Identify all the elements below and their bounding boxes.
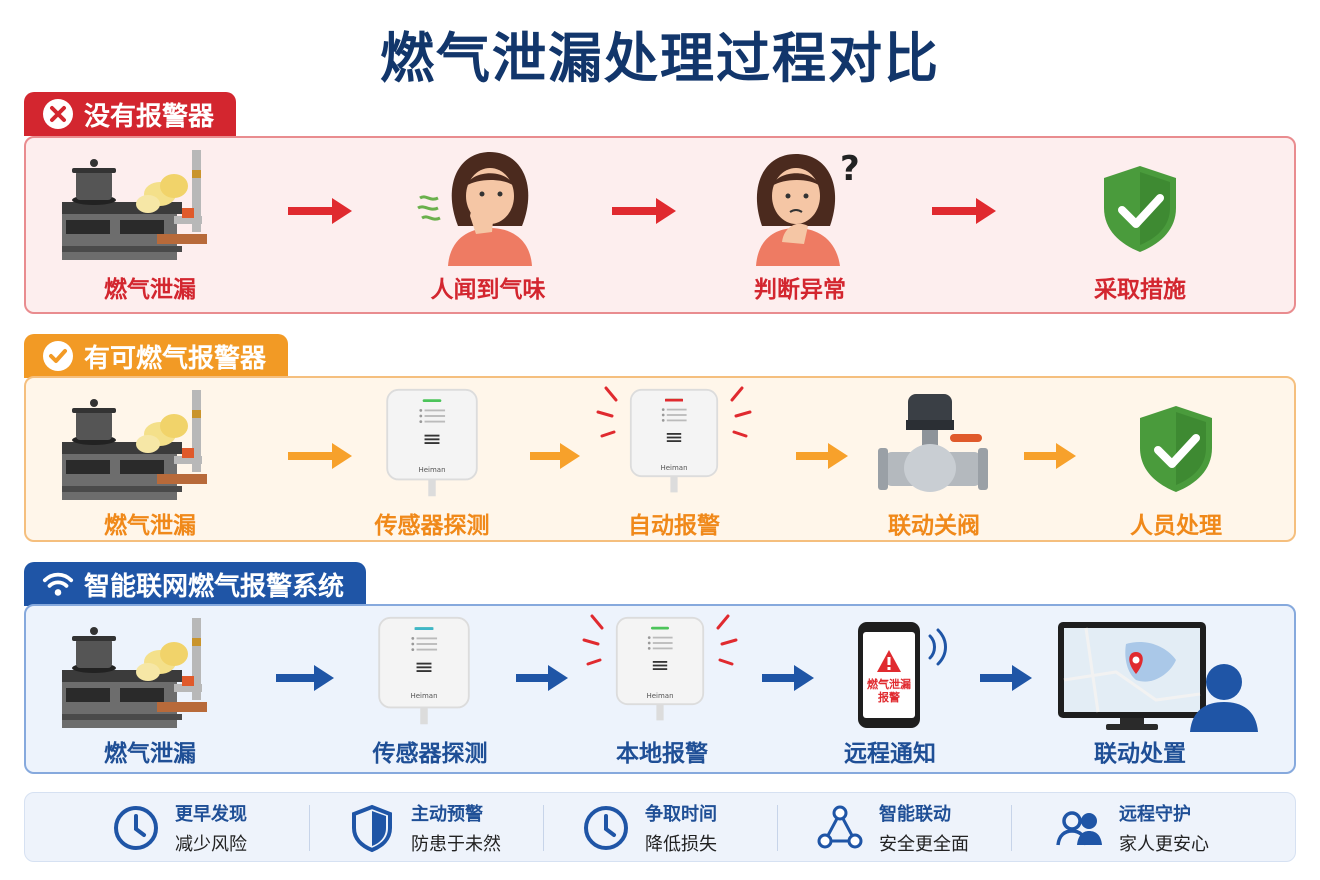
people-icon <box>1056 811 1102 846</box>
benefit-subtitle: 减少风险 <box>175 834 247 855</box>
section-tag-label: 没有报警器 <box>84 101 215 132</box>
section-tag-label: 智能联网燃气报警系统 <box>84 571 345 602</box>
wifi-icon <box>42 568 74 600</box>
shutoff-valve-figure <box>878 394 988 492</box>
arrow-right-icon <box>530 443 580 469</box>
arrow-right-icon <box>980 665 1032 691</box>
network-icon <box>817 805 863 849</box>
gas-detector-figure: Heiman <box>382 388 482 500</box>
benefits-bar: 更早发现减少风险 主动预警防患于未然 争取时间降低损失 智能联动安全更全面 <box>24 792 1296 862</box>
check-shield-icon <box>1136 404 1216 494</box>
gas-leak-stove-figure <box>62 618 222 728</box>
shield-icon <box>352 804 392 853</box>
phone-notification-figure: 燃气泄漏报警 <box>852 618 962 730</box>
arrow-right-icon <box>762 665 814 691</box>
step-label: 人员处理 <box>1130 513 1222 539</box>
detector-brand: Heiman <box>418 466 446 474</box>
benefit-item: 更早发现减少风险 <box>111 793 247 863</box>
step-label: 传感器探测 <box>374 513 490 539</box>
benefit-item: 远程守护家人更安心 <box>1055 793 1209 863</box>
arrow-right-icon <box>1024 443 1076 469</box>
benefit-subtitle: 防患于未然 <box>411 834 501 855</box>
arrow-right-icon <box>796 443 848 469</box>
benefit-title: 更早发现 <box>175 804 247 825</box>
phone-alert-text: 燃气泄漏报警 <box>867 678 911 704</box>
step-label: 远程通知 <box>844 741 936 767</box>
benefit-subtitle: 安全更全面 <box>879 834 969 855</box>
benefit-subtitle: 降低损失 <box>645 834 717 855</box>
page-title: 燃气泄漏处理过程对比 <box>380 27 940 90</box>
benefit-subtitle: 家人更安心 <box>1119 834 1209 855</box>
benefit-item: 智能联动安全更全面 <box>815 793 969 863</box>
detector-brand: Heiman <box>660 464 688 472</box>
section-panel-no-alarm <box>24 136 1296 314</box>
arrow-right-icon <box>276 665 334 691</box>
step-label: 联动关阀 <box>888 513 980 539</box>
gas-leak-stove-figure <box>62 150 222 260</box>
benefit-title: 远程守护 <box>1119 804 1191 825</box>
arrow-right-icon <box>612 198 676 224</box>
step-label: 燃气泄漏 <box>104 277 196 303</box>
section-tag-label: 有可燃气报警器 <box>84 343 267 374</box>
gas-leak-stove-figure <box>62 390 222 500</box>
benefit-title: 主动预警 <box>411 804 483 825</box>
clock-icon <box>114 806 158 850</box>
step-label: 燃气泄漏 <box>104 741 196 767</box>
step-label: 传感器探测 <box>372 741 488 767</box>
section-tag-smart-system: 智能联网燃气报警系统 <box>24 562 367 606</box>
step-label: 联动处置 <box>1094 741 1186 767</box>
arrow-right-icon <box>516 665 568 691</box>
check-circle-icon <box>42 340 74 372</box>
step-label: 本地报警 <box>616 741 708 767</box>
svg-text:?: ? <box>840 149 860 189</box>
divider <box>1011 805 1012 851</box>
benefit-item: 争取时间降低损失 <box>581 793 717 863</box>
section-tag-gas-alarm: 有可燃气报警器 <box>24 334 289 378</box>
person-thinking-figure: ? <box>756 149 860 266</box>
check-shield-icon <box>1100 164 1180 254</box>
divider <box>777 805 778 851</box>
detector-brand: Heiman <box>410 692 438 700</box>
gas-detector-figure: Heiman <box>376 616 472 728</box>
section-tag-no-alarm: 没有报警器 <box>24 92 237 136</box>
arrow-right-icon <box>288 443 352 469</box>
alarming-detector-figure: Heiman <box>596 384 752 500</box>
step-label: 自动报警 <box>628 513 720 539</box>
arrow-right-icon <box>932 198 996 224</box>
step-label: 采取措施 <box>1094 277 1186 303</box>
divider <box>543 805 544 851</box>
clock-icon <box>584 806 628 850</box>
arrow-right-icon <box>288 198 352 224</box>
benefit-item: 主动预警防患于未然 <box>347 793 501 863</box>
monitor-map-figure <box>1058 622 1258 732</box>
detector-brand: Heiman <box>646 692 674 700</box>
divider <box>309 805 310 851</box>
alarming-detector-figure: Heiman <box>582 612 738 728</box>
cross-circle-icon <box>42 98 74 130</box>
step-label: 燃气泄漏 <box>104 513 196 539</box>
benefit-title: 智能联动 <box>879 804 951 825</box>
step-label: 判断异常 <box>754 277 846 303</box>
step-label: 人闻到气味 <box>430 277 546 303</box>
benefit-title: 争取时间 <box>645 804 717 825</box>
person-smelling-figure <box>417 152 532 266</box>
